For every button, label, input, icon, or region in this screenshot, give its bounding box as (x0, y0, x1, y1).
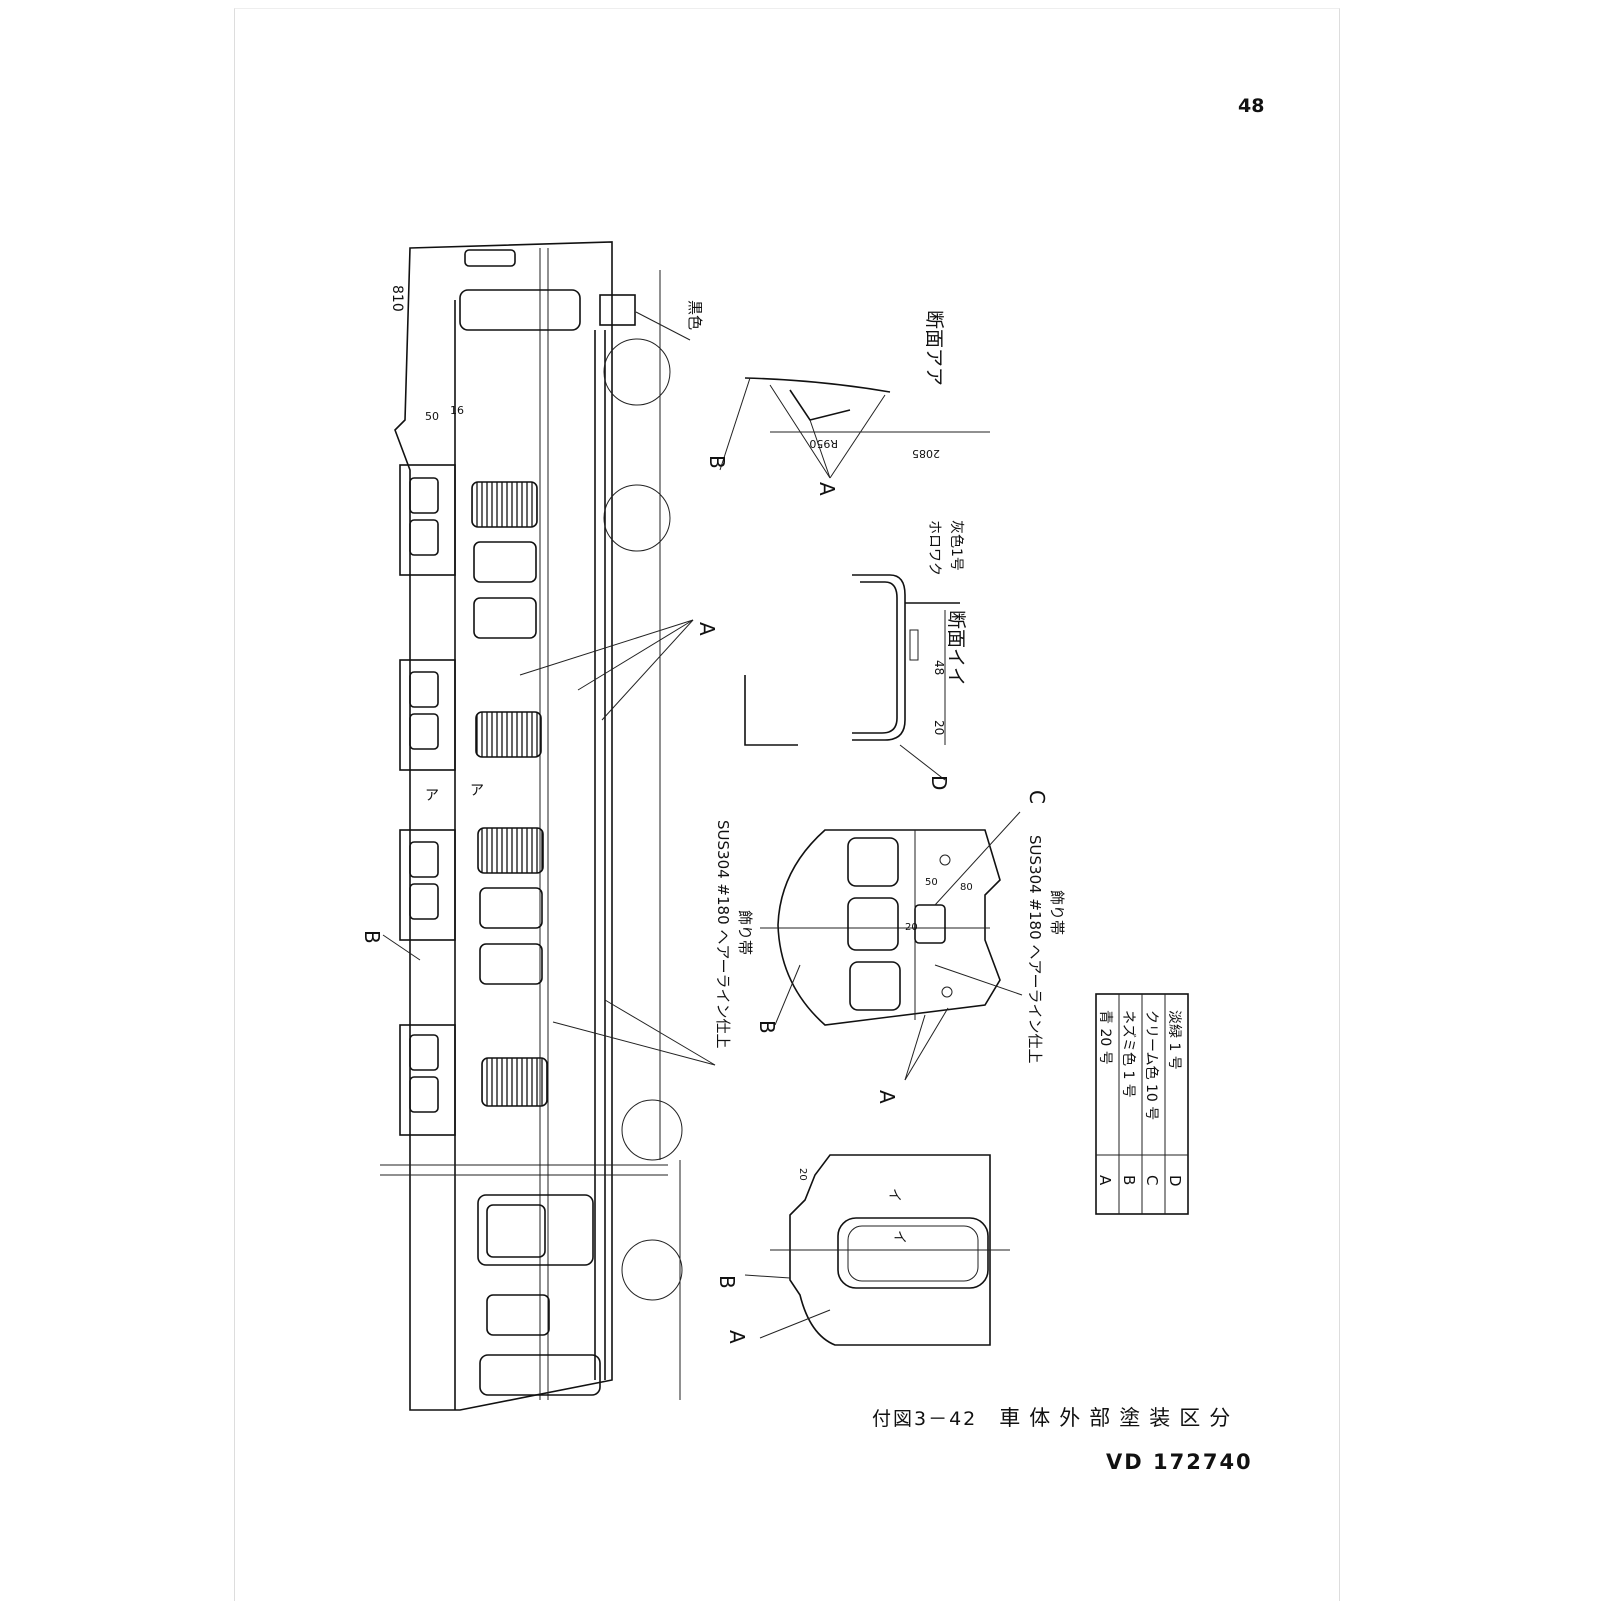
callout-sus-band-side: SUS304 #180 ヘアーライン仕上 飾り帯 (552, 820, 754, 1066)
dim-16: 16 (450, 404, 464, 417)
dim-50: 50 (425, 410, 439, 423)
section-mark-a1: ア (425, 788, 439, 804)
svg-text:SUS304 #180 ヘアーライン仕上: SUS304 #180 ヘアーライン仕上 (1026, 835, 1044, 1064)
section-aa-label: 断面アア (923, 310, 945, 386)
svg-text:SUS304 #180 ヘアーライン仕上: SUS304 #180 ヘアーライン仕上 (714, 820, 732, 1049)
table-row: C クリーム色 10 号 (1143, 1010, 1161, 1185)
svg-text:B: B (705, 455, 729, 469)
document-id: VD 172740 (1106, 1450, 1253, 1474)
section-ii-label: 断面イイ (945, 610, 967, 686)
svg-text:2085: 2085 (912, 447, 940, 460)
svg-text:R950: R950 (809, 437, 838, 450)
car-side-elevation: 810 50 16 ア ア (380, 241, 683, 1411)
svg-text:48: 48 (932, 660, 946, 675)
svg-text:A: A (695, 622, 719, 636)
svg-text:20: 20 (932, 720, 946, 735)
section-ii: 48 20 ホロワク 灰色1号 断面イイ D (744, 520, 967, 790)
svg-text:黒色: 黒色 (686, 300, 704, 330)
svg-text:イ: イ (886, 1188, 902, 1202)
callout-a-side: A (519, 619, 719, 721)
svg-text:C: C (1143, 1175, 1161, 1185)
svg-text:B: B (1120, 1175, 1138, 1185)
svg-text:A: A (1096, 1175, 1114, 1186)
svg-text:B: B (755, 1020, 779, 1034)
callout-b-side: B (360, 930, 421, 961)
figure-caption: 付図3－42 車体外部塗装区分 (872, 1402, 1239, 1432)
bogie-wheels (603, 338, 683, 1301)
svg-text:ホロワク: ホロワク (926, 520, 942, 576)
callout-black: 黒色 (635, 300, 704, 341)
car-rear-view: イ イ 20 B A (715, 1154, 1010, 1346)
svg-text:A: A (875, 1090, 899, 1104)
svg-text:B: B (715, 1275, 739, 1289)
paint-color-table: A 青 20 号 B ネズミ色 1 号 C クリーム色 10 号 D 淡緑 1 … (1095, 993, 1189, 1215)
svg-text:A: A (725, 1330, 749, 1344)
table-row: D 淡緑 1 号 (1166, 1010, 1184, 1187)
document-sheet (234, 8, 1340, 1601)
svg-text:D: D (1166, 1175, 1184, 1187)
svg-text:A: A (815, 482, 839, 496)
section-mark-a2: ア (470, 783, 484, 799)
svg-text:飾り帯: 飾り帯 (736, 910, 754, 955)
svg-text:B: B (360, 930, 384, 944)
svg-text:80: 80 (960, 882, 973, 893)
table-row: A 青 20 号 (1096, 1010, 1114, 1186)
page-number: 48 (1238, 95, 1265, 117)
figure-title: 車体外部塗装区分 (999, 1406, 1240, 1430)
svg-text:D: D (927, 775, 951, 790)
svg-text:C: C (1025, 790, 1049, 804)
figure-number: 付図3－42 (872, 1408, 978, 1430)
table-row: B ネズミ色 1 号 (1120, 1010, 1138, 1185)
svg-text:イ: イ (891, 1230, 907, 1244)
doors (399, 464, 456, 1136)
car-front-view: C SUS304 #180 ヘアーライン仕上 飾り帯 50 80 20 B A (755, 790, 1066, 1104)
dim-810: 810 (389, 285, 405, 312)
svg-text:クリーム色 10 号: クリーム色 10 号 (1143, 1010, 1160, 1120)
svg-text:20: 20 (905, 922, 918, 933)
svg-text:青 20 号: 青 20 号 (1097, 1010, 1113, 1065)
svg-text:20: 20 (797, 1168, 808, 1181)
svg-text:灰色1号: 灰色1号 (948, 520, 965, 571)
svg-text:ネズミ色 1 号: ネズミ色 1 号 (1120, 1010, 1137, 1098)
svg-text:淡緑 1 号: 淡緑 1 号 (1166, 1010, 1182, 1070)
windows (471, 481, 601, 1396)
svg-text:飾り帯: 飾り帯 (1048, 890, 1066, 935)
section-aa: B A R950 2085 断面アア (705, 310, 990, 496)
svg-text:50: 50 (925, 877, 938, 888)
